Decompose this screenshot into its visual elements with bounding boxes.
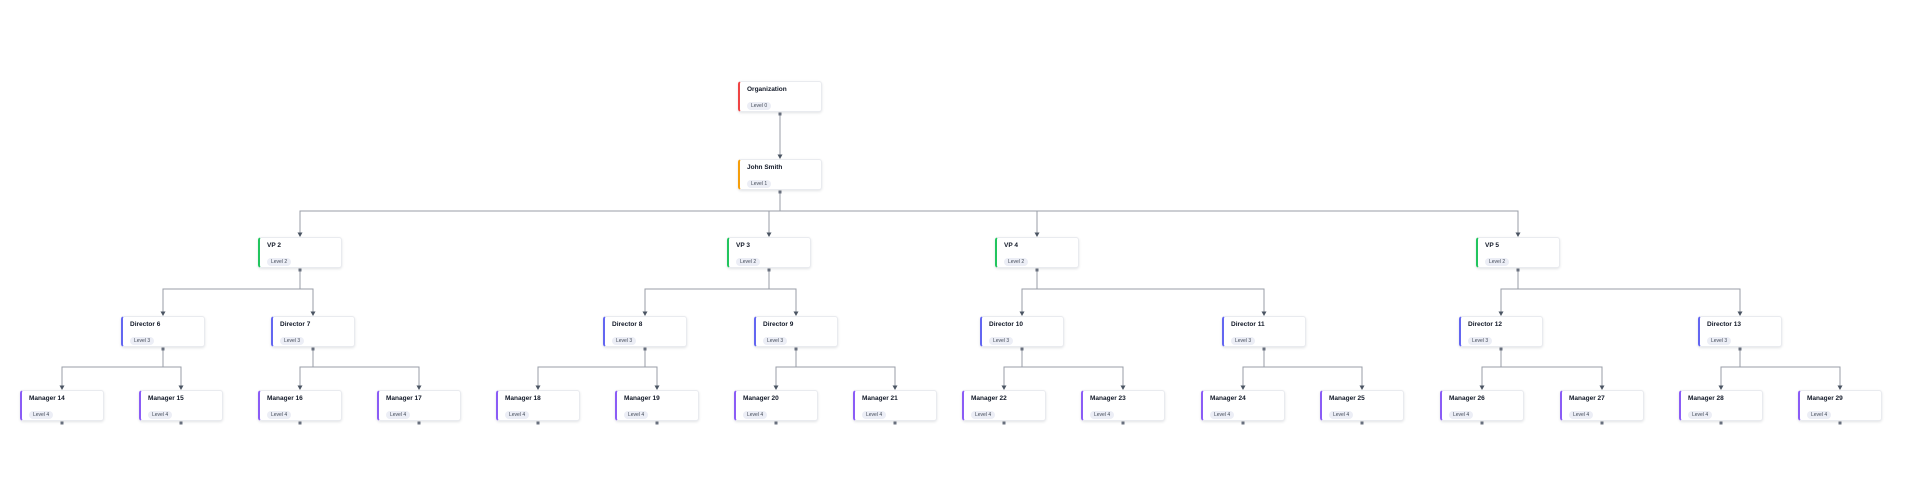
node-title: Manager 24 [1210, 395, 1246, 402]
node-title: VP 2 [267, 242, 281, 249]
node-title: Director 9 [763, 321, 794, 328]
node-level-badge: Level 2 [267, 258, 292, 266]
node-level-badge: Level 4 [1090, 411, 1115, 419]
node-level-badge: Level 3 [612, 337, 637, 345]
org-chart-node-m28[interactable]: Manager 28 Level 4 [1679, 390, 1763, 421]
org-chart-node-d11[interactable]: Director 11 Level 3 [1222, 316, 1306, 347]
org-chart-node-m14[interactable]: Manager 14 Level 4 [20, 390, 104, 421]
node-level-badge: Level 4 [971, 411, 996, 419]
node-level-badge: Level 3 [280, 337, 305, 345]
node-level-badge: Level 4 [1807, 411, 1832, 419]
node-title: Director 7 [280, 321, 311, 328]
org-chart-node-d7[interactable]: Director 7 Level 3 [271, 316, 355, 347]
org-chart-node-m21[interactable]: Manager 21 Level 4 [853, 390, 937, 421]
node-level-badge: Level 2 [1485, 258, 1510, 266]
org-chart-node-m22[interactable]: Manager 22 Level 4 [962, 390, 1046, 421]
node-level-badge: Level 3 [763, 337, 788, 345]
node-title: VP 3 [736, 242, 750, 249]
node-title: Manager 19 [624, 395, 660, 402]
org-chart-node-m20[interactable]: Manager 20 Level 4 [734, 390, 818, 421]
node-title: Manager 23 [1090, 395, 1126, 402]
node-title: Manager 26 [1449, 395, 1485, 402]
node-title: Director 10 [989, 321, 1023, 328]
node-title: Manager 25 [1329, 395, 1365, 402]
node-title: Manager 18 [505, 395, 541, 402]
node-title: Manager 15 [148, 395, 184, 402]
org-chart-node-d13[interactable]: Director 13 Level 3 [1698, 316, 1782, 347]
node-level-badge: Level 4 [624, 411, 649, 419]
org-chart-node-m25[interactable]: Manager 25 Level 4 [1320, 390, 1404, 421]
org-chart-node-vp5[interactable]: VP 5 Level 2 [1476, 237, 1560, 268]
org-chart-node-m19[interactable]: Manager 19 Level 4 [615, 390, 699, 421]
node-level-badge: Level 4 [29, 411, 54, 419]
node-level-badge: Level 4 [1449, 411, 1474, 419]
org-chart-node-m27[interactable]: Manager 27 Level 4 [1560, 390, 1644, 421]
node-title: Manager 16 [267, 395, 303, 402]
org-chart-node-m26[interactable]: Manager 26 Level 4 [1440, 390, 1524, 421]
org-chart-node-d10[interactable]: Director 10 Level 3 [980, 316, 1064, 347]
node-level-badge: Level 4 [862, 411, 887, 419]
node-title: Director 8 [612, 321, 643, 328]
node-title: Manager 27 [1569, 395, 1605, 402]
org-chart-node-m17[interactable]: Manager 17 Level 4 [377, 390, 461, 421]
node-title: VP 5 [1485, 242, 1499, 249]
node-level-badge: Level 1 [747, 180, 772, 188]
node-level-badge: Level 3 [989, 337, 1014, 345]
org-chart-node-m16[interactable]: Manager 16 Level 4 [258, 390, 342, 421]
node-title: Director 6 [130, 321, 161, 328]
org-chart-node-d8[interactable]: Director 8 Level 3 [603, 316, 687, 347]
org-chart-node-m24[interactable]: Manager 24 Level 4 [1201, 390, 1285, 421]
node-title: John Smith [747, 164, 783, 171]
node-level-badge: Level 4 [505, 411, 530, 419]
org-chart-node-m18[interactable]: Manager 18 Level 4 [496, 390, 580, 421]
node-title: Manager 14 [29, 395, 65, 402]
org-chart-node-m23[interactable]: Manager 23 Level 4 [1081, 390, 1165, 421]
node-level-badge: Level 4 [386, 411, 411, 419]
node-title: Organization [747, 86, 787, 93]
node-level-badge: Level 4 [1688, 411, 1713, 419]
org-chart-node-js[interactable]: John Smith Level 1 [738, 159, 822, 190]
org-chart-node-d12[interactable]: Director 12 Level 3 [1459, 316, 1543, 347]
node-level-badge: Level 2 [736, 258, 761, 266]
org-chart-node-vp4[interactable]: VP 4 Level 2 [995, 237, 1079, 268]
node-level-badge: Level 3 [1707, 337, 1732, 345]
org-chart-node-m15[interactable]: Manager 15 Level 4 [139, 390, 223, 421]
org-chart-node-vp2[interactable]: VP 2 Level 2 [258, 237, 342, 268]
node-title: Manager 21 [862, 395, 898, 402]
node-level-badge: Level 4 [1569, 411, 1594, 419]
org-chart-node-m29[interactable]: Manager 29 Level 4 [1798, 390, 1882, 421]
org-chart-node-org[interactable]: Organization Level 0 [738, 81, 822, 112]
node-title: VP 4 [1004, 242, 1018, 249]
node-title: Manager 17 [386, 395, 422, 402]
node-level-badge: Level 0 [747, 102, 772, 110]
node-level-badge: Level 3 [130, 337, 155, 345]
org-chart-node-d6[interactable]: Director 6 Level 3 [121, 316, 205, 347]
node-title: Director 12 [1468, 321, 1502, 328]
node-title: Manager 20 [743, 395, 779, 402]
node-level-badge: Level 4 [1210, 411, 1235, 419]
node-title: Manager 22 [971, 395, 1007, 402]
node-level-badge: Level 4 [267, 411, 292, 419]
org-chart-node-vp3[interactable]: VP 3 Level 2 [727, 237, 811, 268]
node-level-badge: Level 3 [1231, 337, 1256, 345]
node-title: Manager 28 [1688, 395, 1724, 402]
node-title: Manager 29 [1807, 395, 1843, 402]
node-title: Director 11 [1231, 321, 1265, 328]
node-level-badge: Level 4 [743, 411, 768, 419]
node-level-badge: Level 4 [1329, 411, 1354, 419]
node-title: Director 13 [1707, 321, 1741, 328]
org-chart-node-d9[interactable]: Director 9 Level 3 [754, 316, 838, 347]
node-level-badge: Level 4 [148, 411, 173, 419]
node-level-badge: Level 3 [1468, 337, 1493, 345]
node-level-badge: Level 2 [1004, 258, 1029, 266]
